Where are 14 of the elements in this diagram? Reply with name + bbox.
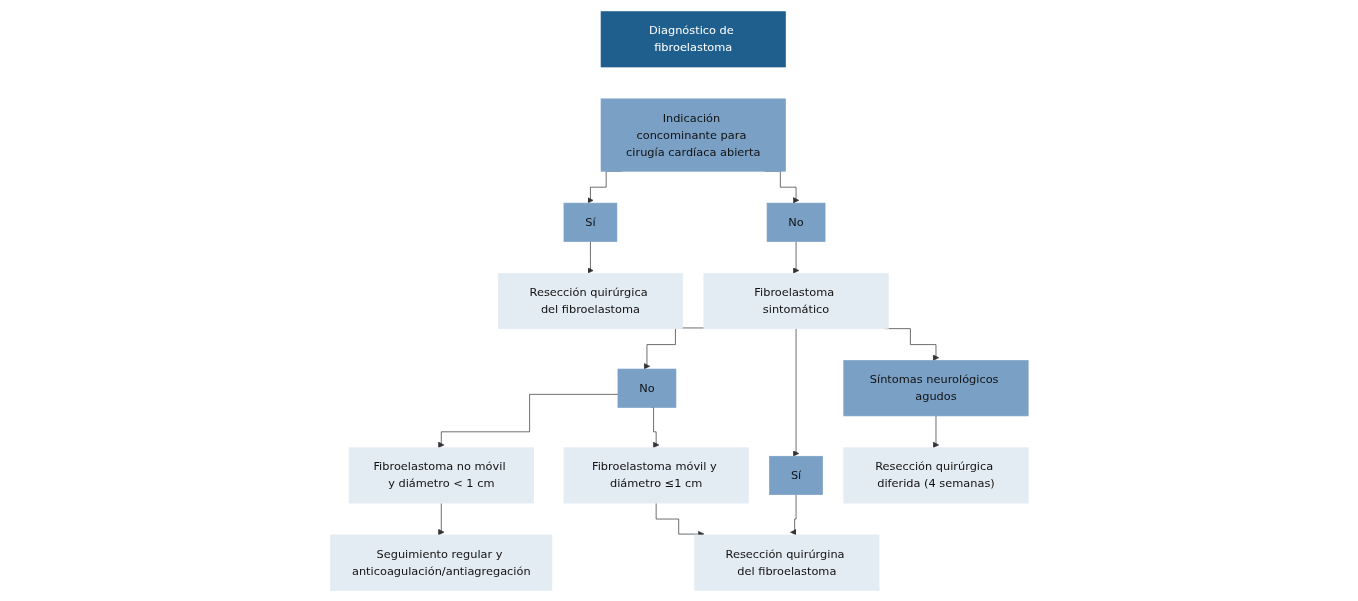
node-box: No <box>617 368 676 408</box>
node-box: Diagnóstico de fibroelastoma <box>600 10 786 67</box>
node-box: Resección quirúrgica del fibroelastoma <box>497 272 683 329</box>
node-box: Seguimiento regular y anticoagulación/antiagregación <box>329 534 552 591</box>
node-box: Fibroelastoma sintomático <box>703 272 889 329</box>
node-box: No <box>766 202 825 242</box>
node-box: Fibroelastoma no móvil y diámetro < 1 cm <box>348 446 534 503</box>
node-box: Sí <box>563 202 617 242</box>
node-box: Indicación concominante para cirugía cardíaca abierta <box>600 98 786 172</box>
node-box: Fibroelastoma móvil y diámetro ≤1 cm <box>563 446 749 503</box>
node-box: Síntomas neurológicos agudos <box>843 359 1029 416</box>
node-box: Sí <box>768 455 823 495</box>
node-box: Resección quirúrgica diferida (4 semanas) <box>843 446 1029 503</box>
node-box: Resección quirúrgina del fibroelastoma <box>693 534 879 591</box>
